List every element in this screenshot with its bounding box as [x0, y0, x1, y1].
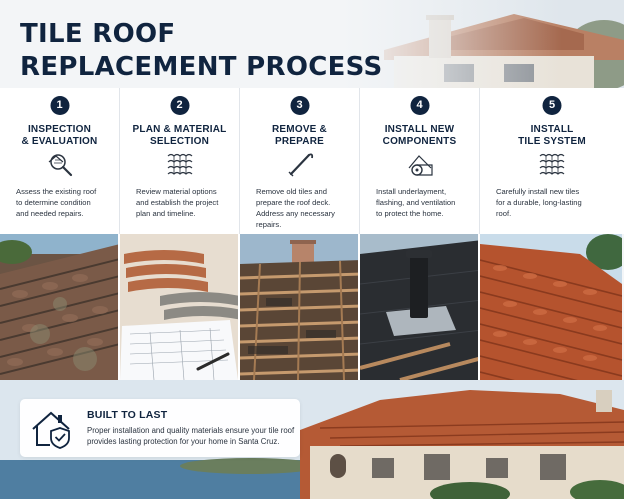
step-title-line: INSTALL NEW — [384, 124, 455, 135]
new-tile-roof-photo — [480, 234, 624, 380]
desc-line: repairs. — [256, 220, 282, 229]
desc-line: flashing, and ventilation — [376, 198, 456, 207]
step-description: Remove old tiles and prepare the roof de… — [256, 186, 351, 230]
step-title: INSPECTION & EVALUATION — [4, 124, 115, 148]
step-title-line: SELECTION — [149, 136, 210, 147]
stripped-roof-deck-photo — [240, 234, 360, 380]
card-text-line: provides lasting protection for your hom… — [87, 437, 280, 446]
step-title-line: REMOVE & — [272, 124, 327, 135]
header-fade — [0, 0, 624, 88]
step-description: Carefully install new tiles for a durabl… — [496, 186, 616, 219]
footer-banner: BUILT TO LAST Proper installation and qu… — [0, 380, 624, 499]
pry-bar-icon — [288, 153, 313, 177]
card-text: Proper installation and quality material… — [87, 425, 294, 447]
step-title: REMOVE & PREPARE — [244, 124, 355, 148]
step-description: Assess the existing roof to determine co… — [16, 186, 111, 219]
title-line-2: REPLACEMENT PROCESS — [20, 52, 383, 82]
desc-line: Review material options — [136, 187, 217, 196]
header: TILE ROOF REPLACEMENT PROCESS — [0, 0, 624, 88]
step-description: Install underlayment, flashing, and vent… — [376, 186, 471, 219]
desc-line: Assess the existing roof — [16, 187, 97, 196]
step-title-line: INSTALL — [530, 124, 574, 135]
step-3: 3 REMOVE & PREPARE Remove old tiles and … — [240, 88, 360, 234]
step-2: 2 PLAN & MATERIAL SELECTION Review mater… — [120, 88, 240, 234]
step-number: 5 — [542, 96, 562, 115]
desc-line: prepare the roof deck. — [256, 198, 331, 207]
step-4: 4 INSTALL NEW COMPONENTS Install underla… — [360, 88, 480, 234]
desc-line: to protect the home. — [376, 209, 444, 218]
page-title: TILE ROOF REPLACEMENT PROCESS — [20, 18, 383, 84]
underlayment-roll-icon — [408, 155, 433, 176]
roof-tiles-icon — [539, 153, 565, 175]
title-line-1: TILE ROOF — [20, 19, 176, 49]
desc-line: and establish the project — [136, 198, 219, 207]
step-1: 1 INSPECTION & EVALUATION Assess the exi… — [0, 88, 120, 234]
step-number: 2 — [170, 96, 189, 115]
step-number: 1 — [50, 96, 69, 115]
desc-line: Carefully install new tiles — [496, 187, 580, 196]
magnifier-icon — [48, 154, 72, 177]
underlayment-vent-photo — [360, 234, 480, 380]
desc-line: roof. — [496, 209, 512, 218]
step-description: Review material options and establish th… — [136, 186, 231, 219]
step-title-line: TILE SYSTEM — [518, 136, 586, 147]
step-title-line: PLAN & MATERIAL — [132, 124, 227, 135]
desc-line: plan and timeline. — [136, 209, 196, 218]
tile-samples-and-plans-photo — [120, 234, 240, 380]
step-title-line: COMPONENTS — [382, 136, 457, 147]
step-title-line: INSPECTION — [27, 124, 92, 135]
house-shield-check-icon — [32, 411, 70, 449]
card-text-line: Proper installation and quality material… — [87, 426, 295, 435]
process-steps: 1 INSPECTION & EVALUATION Assess the exi… — [0, 88, 624, 234]
step-title: INSTALL NEW COMPONENTS — [364, 124, 475, 148]
desc-line: Install underlayment, — [376, 187, 447, 196]
step-title: PLAN & MATERIAL SELECTION — [124, 124, 235, 148]
card-title: BUILT TO LAST — [87, 409, 168, 421]
built-to-last-card: BUILT TO LAST Proper installation and qu… — [20, 399, 300, 457]
photo-strip — [0, 234, 624, 380]
step-number: 4 — [410, 96, 429, 115]
desc-line: for a durable, long-lasting — [496, 198, 582, 207]
step-number: 3 — [290, 96, 309, 115]
step-5: 5 INSTALL TILE SYSTEM Carefully install … — [480, 88, 624, 234]
roof-tiles-icon — [167, 153, 192, 175]
desc-line: to determine condition — [16, 198, 91, 207]
step-title-line: & EVALUATION — [21, 136, 98, 147]
step-title-line: PREPARE — [274, 136, 324, 147]
desc-line: Address any necessary — [256, 209, 335, 218]
desc-line: Remove old tiles and — [256, 187, 327, 196]
step-title: INSTALL TILE SYSTEM — [484, 124, 620, 148]
old-tile-roof-photo — [0, 234, 120, 380]
desc-line: and needed repairs. — [16, 209, 84, 218]
